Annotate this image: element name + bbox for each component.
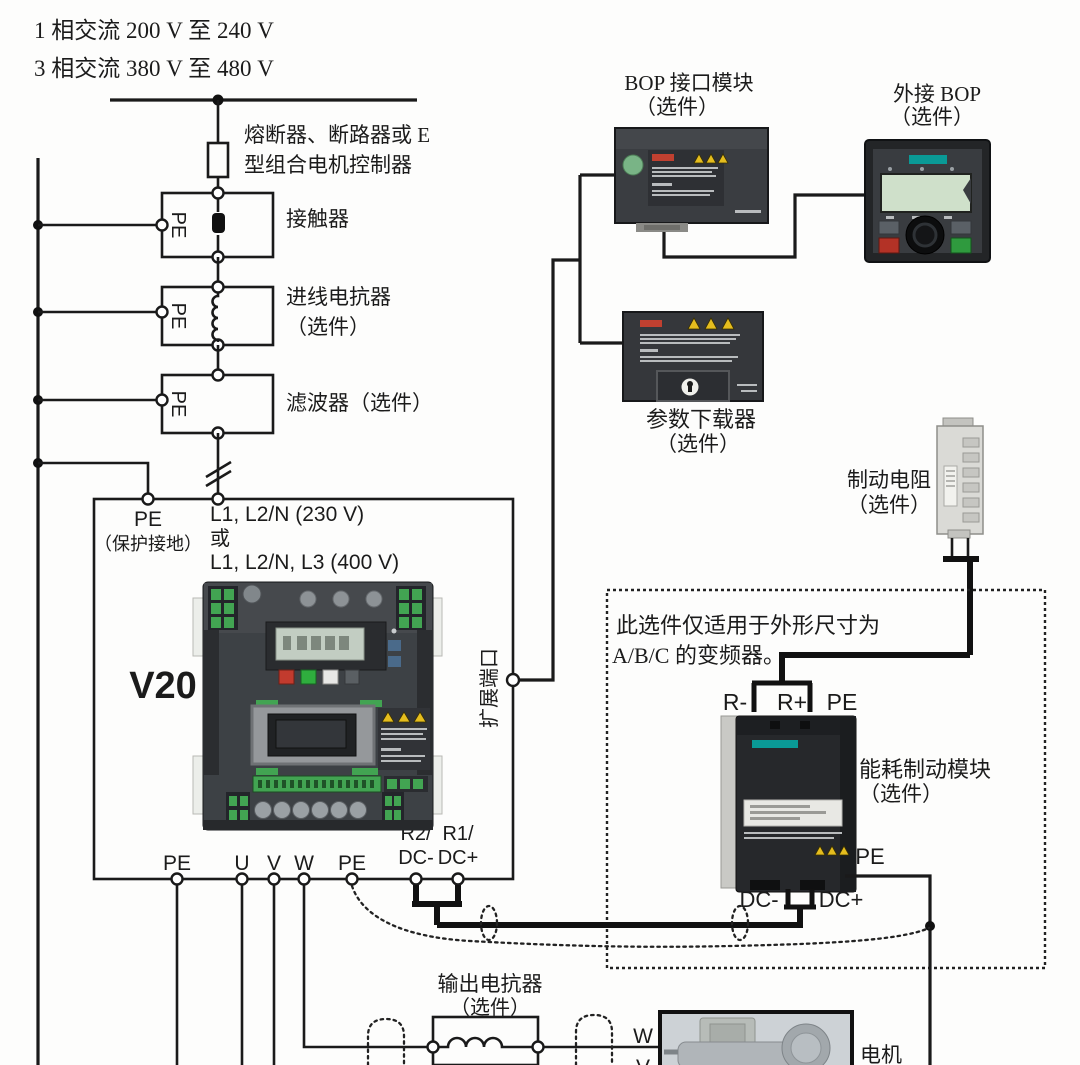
- bop-module-label-2: （选件）: [635, 95, 719, 119]
- external-bop-device: [864, 139, 991, 263]
- wire-bop-to-external: [662, 193, 865, 259]
- external-bop-label-1: 外接 BOP: [893, 82, 981, 106]
- braking-option-dashed-box: [605, 588, 1047, 970]
- supply-1ph-label: 1 相交流 200 V 至 240 V: [34, 18, 274, 43]
- fuse-label-line1: 熔断器、断路器或 E: [244, 123, 430, 147]
- external-bop-buttons: [878, 220, 972, 254]
- output-shield-loops: [366, 1013, 614, 1065]
- line-reactor-box: PE: [155, 280, 275, 352]
- inverter-device-image: [192, 581, 443, 831]
- inverter-supply-or: 或: [210, 527, 230, 550]
- inverter-pe-top-note: （保护接地）: [94, 534, 202, 554]
- term-pe-mid: PE: [338, 852, 366, 875]
- term-pe-left: PE: [163, 852, 191, 875]
- downloader-keyhole: [681, 378, 699, 396]
- bop-module-device: [614, 127, 769, 232]
- motor-v-label: V: [636, 1056, 650, 1065]
- drive-warning-label: [378, 708, 430, 770]
- line-reactor-label-2: （选件）: [286, 315, 370, 339]
- filter-box: PE: [155, 368, 275, 440]
- fuse-symbol: [206, 100, 230, 188]
- contactor-pe-label: PE: [167, 212, 189, 239]
- brake-r-plus-label: R+: [777, 689, 807, 715]
- term-dc-plus: DC+: [438, 847, 479, 869]
- downloader-label-2: （选件）: [656, 432, 740, 456]
- external-bop-label-2: （选件）: [890, 105, 974, 129]
- braking-module-device: [720, 715, 857, 893]
- pe-earth-line: [33, 158, 156, 1065]
- drive-top-terminals: [208, 586, 426, 630]
- output-reactor-label-1: 输出电抗器: [438, 972, 543, 996]
- braking-resistor-label-2: （选件）: [847, 493, 931, 517]
- braking-option-note-1: 此选件仅适用于外形尺寸为: [616, 613, 880, 638]
- term-dc-minus: DC-: [398, 847, 434, 869]
- line-reactor-label-1: 进线电抗器: [286, 285, 391, 309]
- downloader-label-1: 参数下载器: [646, 407, 756, 432]
- braking-module-brand-badge: [752, 740, 798, 748]
- bop-module-label-1: BOP 接口模块: [624, 71, 753, 95]
- drive-front-cover: [250, 704, 376, 766]
- inverter-pe-top-label: PE: [134, 508, 162, 531]
- brake-pe-label: PE: [827, 689, 858, 715]
- term-u: U: [234, 852, 249, 875]
- braking-module-pe-wire: [845, 874, 935, 1065]
- bop-module-led: [622, 154, 644, 176]
- brake-pe-out-label: PE: [855, 844, 884, 869]
- inverter-box: [92, 492, 521, 886]
- drive-terminal-strip: [252, 775, 428, 793]
- supply-3ph-label: 3 相交流 380 V 至 480 V: [34, 56, 274, 81]
- brake-dc-minus-label: DC-: [739, 887, 778, 912]
- brake-feed-wiring: [751, 652, 970, 712]
- external-bop-knob: [905, 215, 945, 255]
- external-bop-lcd: [880, 173, 972, 213]
- expansion-port-label: 扩展端口: [478, 648, 501, 728]
- contactor-label: 接触器: [286, 207, 349, 231]
- supply-bus: [110, 94, 417, 106]
- braking-module-label-1: 能耗制动模块: [859, 757, 991, 782]
- braking-resistor-label-1: 制动电阻: [847, 468, 931, 492]
- motor-w-label: W: [633, 1025, 653, 1048]
- braking-module-label-2: （选件）: [859, 782, 943, 806]
- line-reactor-pe-label: PE: [167, 303, 189, 330]
- fuse-label-line2: 型组合电机控制器: [244, 153, 412, 177]
- bop-module-warning-label: [648, 150, 729, 206]
- drive-buttons: [278, 669, 360, 685]
- cable-shield-symbols: [350, 884, 931, 948]
- drive-bottom-screws: [254, 801, 367, 819]
- inverter-model-label: V20: [129, 665, 197, 707]
- contact-symbol: [212, 213, 225, 233]
- filter-pe-label: PE: [167, 391, 189, 418]
- motor-label: 电机: [860, 1043, 902, 1065]
- wire-filter-inverter: [205, 433, 232, 493]
- output-reactor-box: [426, 1015, 545, 1065]
- term-v: V: [267, 852, 281, 875]
- output-reactor-label-2: （选件）: [450, 996, 530, 1019]
- inverter-supply-230: L1, L2/N (230 V): [210, 503, 364, 526]
- brake-dc-plus-label: DC+: [819, 887, 864, 912]
- braking-option-note-2: A/B/C 的变频器。: [612, 643, 785, 668]
- contactor-box: PE: [155, 186, 275, 264]
- braking-resistor-device: [936, 417, 984, 655]
- filter-label: 滤波器（选件）: [286, 391, 433, 415]
- term-w: W: [294, 852, 314, 875]
- term-r1: R1/: [442, 823, 474, 845]
- expansion-port-wiring: [519, 173, 623, 682]
- motor-device: [658, 1010, 854, 1065]
- output-wires: [175, 885, 660, 1065]
- drive-display: [265, 621, 401, 671]
- drive-screw: [242, 584, 262, 604]
- downloader-device: [622, 311, 764, 402]
- brake-r-minus-label: R-: [723, 689, 747, 715]
- external-bop-brand-badge: [909, 155, 947, 164]
- inverter-supply-400: L1, L2/N, L3 (400 V): [210, 551, 399, 574]
